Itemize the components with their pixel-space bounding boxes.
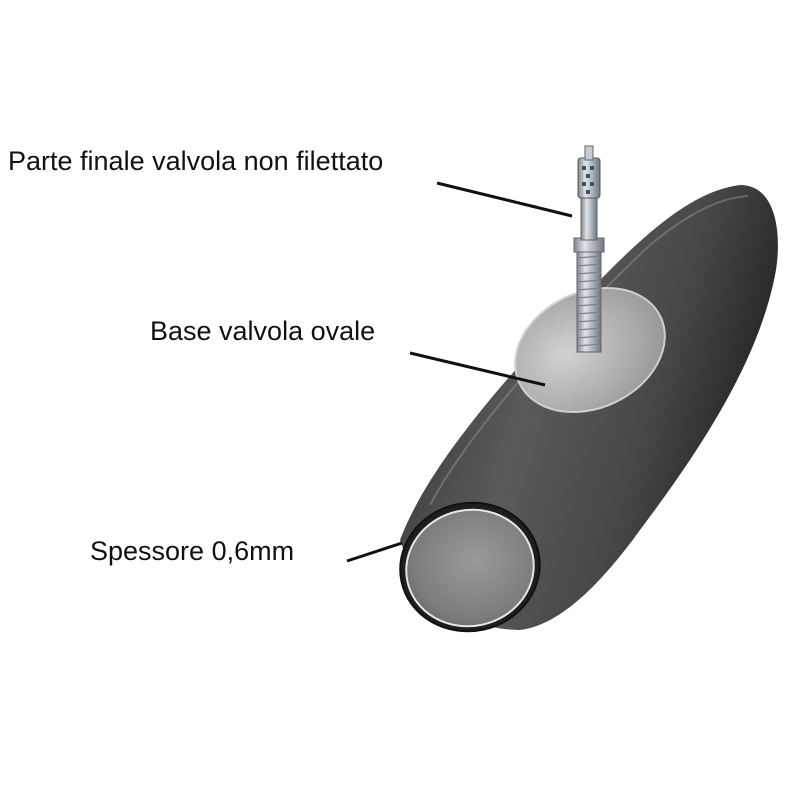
valve-stem (573, 145, 605, 353)
label-valve-end: Parte finale valvola non filettato (8, 146, 384, 176)
leader-line-valve-end (436, 181, 573, 218)
label-thickness: Spessore 0,6mm (90, 536, 295, 566)
tube-opening-inner (405, 508, 535, 628)
label-valve-base: Base valvola ovale (150, 316, 376, 346)
tube-highlight (429, 195, 749, 506)
leader-line-thickness (346, 541, 403, 563)
leader-line-valve-base (409, 351, 546, 387)
